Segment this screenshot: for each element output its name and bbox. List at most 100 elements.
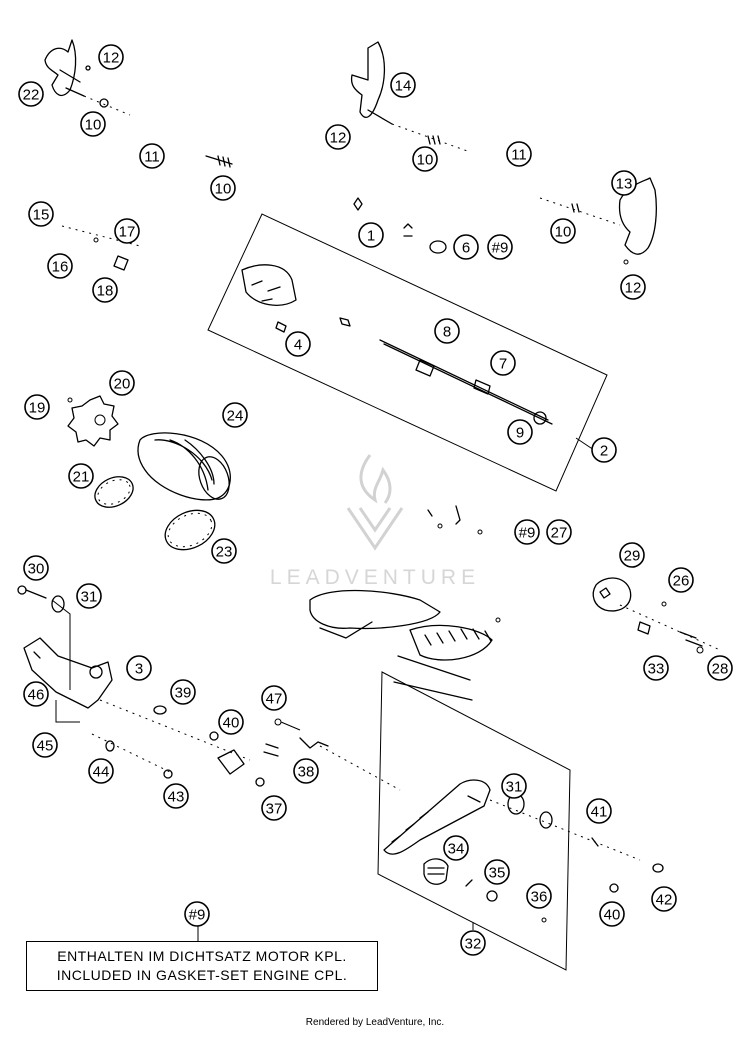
- callout-number: 19: [29, 400, 46, 417]
- shift-drum-24: [137, 432, 231, 501]
- callout-12: 12: [620, 274, 646, 300]
- callout-circle: [23, 681, 49, 707]
- callout-number: 31: [506, 779, 523, 796]
- callout-number: 7: [499, 356, 507, 373]
- callout-circle: [546, 519, 572, 545]
- callout-circle: [611, 170, 637, 196]
- callout-circle: [620, 274, 646, 300]
- callout-number: 41: [591, 804, 608, 821]
- callout-4: 4: [285, 331, 311, 357]
- callout-number: 20: [114, 376, 131, 393]
- callout-number: 40: [223, 715, 240, 732]
- gasket-set-note: ENTHALTEN IM DICHTSATZ MOTOR KPL. INCLUD…: [26, 941, 378, 991]
- shift-fork-14: [350, 41, 471, 153]
- callout-circle: [358, 222, 384, 248]
- callout-circle: [487, 234, 513, 260]
- callout-number: 39: [175, 685, 192, 702]
- callout-circle: [32, 732, 58, 758]
- callout-19: 19: [24, 394, 50, 420]
- callout-number: #9: [519, 525, 536, 542]
- callout-number: 10: [555, 224, 572, 241]
- callout-36: 36: [526, 883, 552, 909]
- callout-number: 38: [298, 764, 315, 781]
- callout-number: 22: [23, 87, 40, 104]
- callout-number: 44: [93, 764, 110, 781]
- callout-30: 30: [23, 555, 49, 581]
- callout-circle: [80, 111, 106, 137]
- callout-hash9: #9: [514, 519, 540, 545]
- callout-number: 4: [294, 337, 302, 354]
- callout-43: 43: [163, 783, 189, 809]
- callout-circle: [222, 402, 248, 428]
- note-line-english: INCLUDED IN GASKET-SET ENGINE CPL.: [56, 967, 348, 983]
- callout-number: 14: [395, 78, 412, 95]
- shift-lever-assembly-box: [377, 671, 571, 971]
- callout-21: 21: [68, 463, 94, 489]
- callout-35: 35: [484, 859, 510, 885]
- callout-20: 20: [109, 370, 135, 396]
- callout-circle: [184, 901, 210, 927]
- callout-number: 3: [135, 661, 143, 678]
- callout-22: 22: [18, 81, 44, 107]
- callout-number: 18: [97, 283, 114, 300]
- callout-number: 10: [417, 152, 434, 169]
- callout-number: 12: [103, 50, 120, 67]
- callout-circle: [325, 124, 351, 150]
- callout-12: 12: [325, 124, 351, 150]
- callout-32: 32: [460, 930, 486, 956]
- callout-number: #9: [492, 240, 509, 257]
- callout-circle: [293, 758, 319, 784]
- callout-number: 40: [604, 907, 621, 924]
- callout-circle: [668, 567, 694, 593]
- callout-number: 24: [227, 408, 244, 425]
- callout-circle: [18, 81, 44, 107]
- callout-circle: [28, 201, 54, 227]
- callout-number: 36: [531, 889, 548, 906]
- callout-2: 2: [591, 437, 617, 463]
- callout-38: 38: [293, 758, 319, 784]
- callout-circle: [88, 758, 114, 784]
- callout-number: 8: [443, 324, 451, 341]
- callout-47: 47: [261, 685, 287, 711]
- callout-number: 16: [52, 259, 69, 276]
- callout-number: 15: [33, 207, 50, 224]
- callout-number: 34: [448, 841, 465, 858]
- callout-circle: [599, 901, 625, 927]
- watermark-text: LEADVENTURE: [269, 566, 481, 589]
- callout-number: 43: [168, 789, 185, 806]
- callout-34: 34: [443, 835, 469, 861]
- callout-circle: [506, 141, 532, 167]
- callout-31: 31: [501, 773, 527, 799]
- callout-17: 17: [114, 218, 140, 244]
- callout-circle: [210, 175, 236, 201]
- callout-16: 16: [47, 253, 73, 279]
- callout-number: 26: [673, 573, 690, 590]
- callout-46: 46: [23, 681, 49, 707]
- callout-number: 12: [625, 280, 642, 297]
- callout-circle: [591, 437, 617, 463]
- callout-circle: [619, 542, 645, 568]
- callout-39: 39: [170, 679, 196, 705]
- callout-29: 29: [619, 542, 645, 568]
- shift-shaft-parts: [241, 197, 553, 425]
- callout-circle: [170, 679, 196, 705]
- callout-circle: [707, 655, 733, 681]
- callout-12: 12: [98, 44, 124, 70]
- callout-15: 15: [28, 201, 54, 227]
- star-wheel-20: [67, 395, 119, 447]
- spring-10-a: [205, 155, 233, 168]
- callout-18: 18: [92, 277, 118, 303]
- callout-14: 14: [390, 72, 416, 98]
- callout-circle: [126, 655, 152, 681]
- callout-circle: [261, 795, 287, 821]
- callout-23: 23: [211, 538, 237, 564]
- callout-circle: [261, 685, 287, 711]
- callout-circle: [434, 318, 460, 344]
- callout-circle: [76, 583, 102, 609]
- callout-10: 10: [210, 175, 236, 201]
- callout-10: 10: [80, 111, 106, 137]
- callout-11: 11: [506, 141, 532, 167]
- callout-circle: [550, 218, 576, 244]
- callout-number: 42: [656, 892, 673, 909]
